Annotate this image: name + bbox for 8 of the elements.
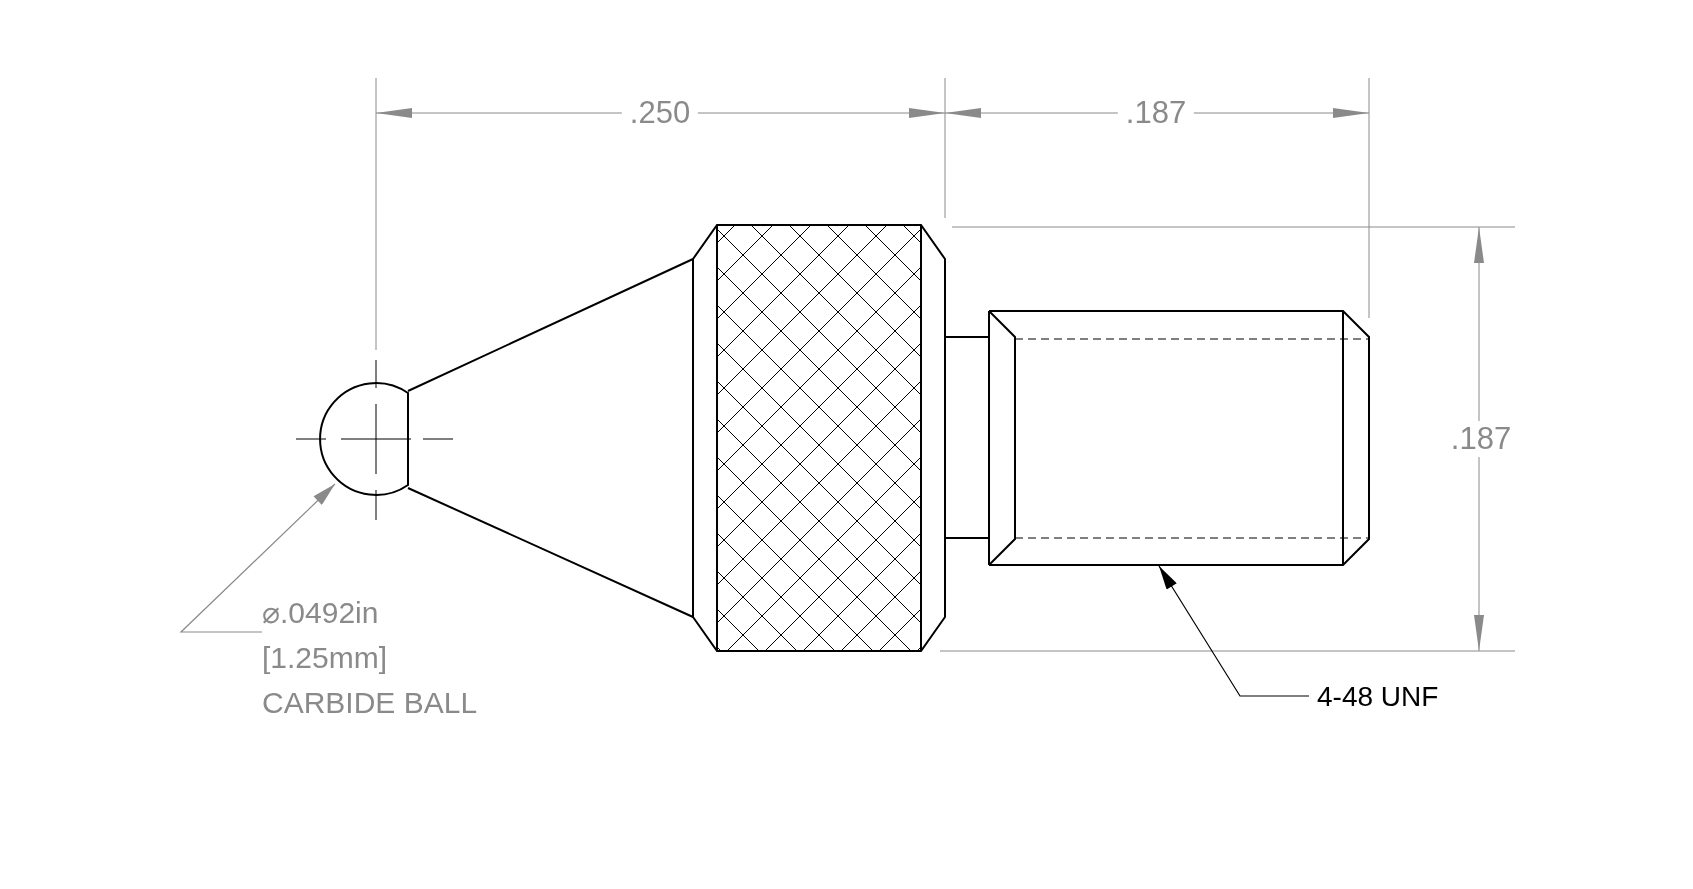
callout-text: 4-48 UNF [1317, 680, 1439, 714]
callout-text: ⌀.0492in [262, 595, 379, 631]
callout-text: CARBIDE BALL [262, 685, 478, 721]
leader-line [1158, 565, 1310, 697]
callout-text: [1.25mm] [262, 640, 388, 676]
threaded-shank [988, 310, 1370, 566]
leader-line [179, 483, 336, 633]
ball-tip [319, 382, 409, 496]
